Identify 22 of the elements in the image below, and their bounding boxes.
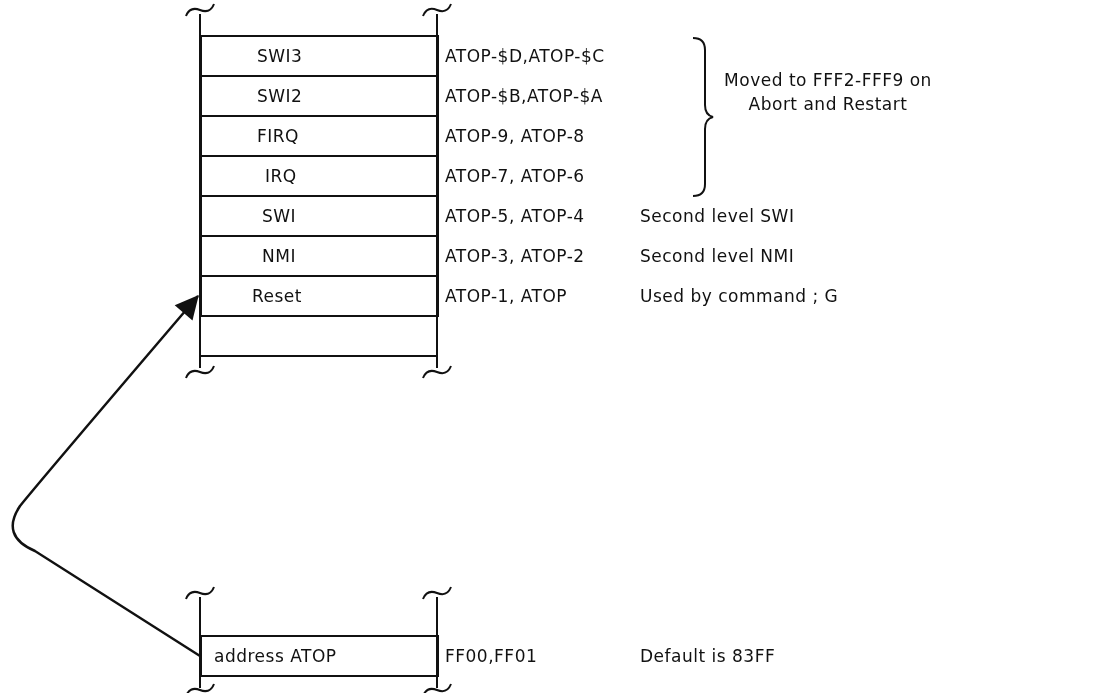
cell-label: SWI [262,206,297,226]
address-text: ATOP-7, ATOP-6 [445,166,585,186]
curved-arrow [11,295,201,658]
address-text: ATOP-$D,ATOP-$C [445,46,605,66]
cell-label: NMI [262,246,296,266]
address-text: ATOP-$B,ATOP-$A [445,86,603,106]
address-text: ATOP-3, ATOP-2 [445,246,585,266]
address-text: ATOP-1, ATOP [445,286,568,306]
note-text: Second level SWI [640,205,795,228]
cell-label: IRQ [265,166,297,186]
address-text: ATOP-9, ATOP-8 [445,126,585,146]
cell-label: address ATOP [214,646,337,666]
note-text: Used by command ; G [640,285,839,308]
cell-label: SWI2 [257,86,303,106]
cell-label: FIRQ [257,126,299,146]
cell-label: Reset [252,286,302,306]
note-text: Default is 83FF [640,645,776,668]
cell-label: SWI3 [257,46,303,66]
note-text: Second level NMI [640,245,795,268]
address-text: FF00,FF01 [445,646,538,666]
note-text: Moved to FFF2-FFF9 on Abort and Restart [723,69,933,116]
address-text: ATOP-5, ATOP-4 [445,206,585,226]
